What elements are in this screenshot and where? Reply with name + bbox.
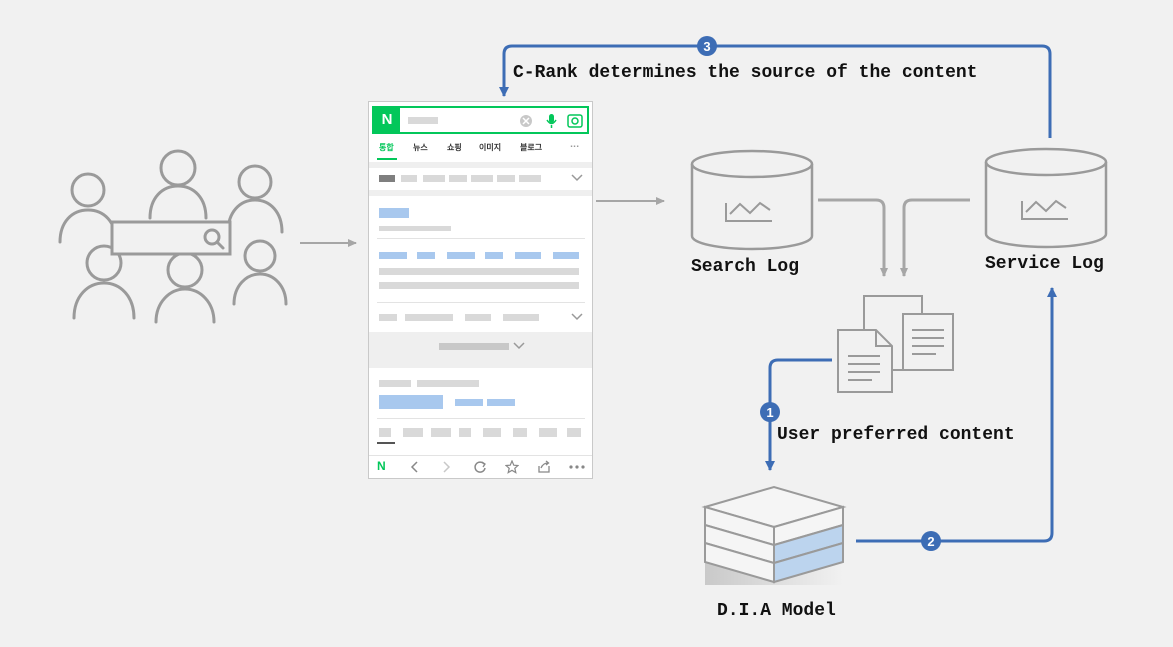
result-link xyxy=(379,252,407,259)
active-tab-indicator xyxy=(377,158,397,160)
result-text-line xyxy=(379,282,579,289)
filter-chip xyxy=(379,175,395,182)
thumb-chip xyxy=(539,428,557,437)
searchbar-icons xyxy=(520,114,583,128)
naver-logo: N xyxy=(374,108,400,132)
service-log-label: Service Log xyxy=(985,254,1104,274)
phone-bottom-nav: N xyxy=(369,455,592,478)
phone-search-bar: N xyxy=(372,106,589,134)
result-title-block xyxy=(379,208,409,218)
meta-chip xyxy=(405,314,453,321)
step-2-badge: 2 xyxy=(921,531,941,551)
thumb-chip xyxy=(459,428,471,437)
search-query-placeholder xyxy=(408,117,438,124)
filter-chip xyxy=(423,175,445,182)
separator xyxy=(369,162,592,168)
search-icon xyxy=(203,228,225,250)
svg-text:2: 2 xyxy=(927,534,934,549)
result-link xyxy=(553,252,579,259)
phone-tabs: 통합 뉴스 쇼핑 이미지 블로그 ··· xyxy=(377,142,587,158)
filter-chip xyxy=(519,175,541,182)
tab-news[interactable]: 뉴스 xyxy=(413,143,428,152)
result-link xyxy=(417,252,435,259)
more-results-button[interactable] xyxy=(439,343,509,350)
microphone-icon xyxy=(549,114,554,123)
tab-shopping[interactable]: 쇼핑 xyxy=(447,143,462,152)
naver-home-icon[interactable]: N xyxy=(377,459,386,473)
naver-search-phone-mockup: N 통합 뉴스 쇼핑 이미지 블로그 ··· xyxy=(368,101,593,479)
chevron-down-icon[interactable] xyxy=(571,173,583,183)
thumb-chip xyxy=(379,428,391,437)
tab-blog[interactable]: 블로그 xyxy=(520,143,543,152)
svg-text:1: 1 xyxy=(766,405,773,420)
meta-chip xyxy=(465,314,491,321)
flow-step-2-line xyxy=(856,287,1057,543)
tab-images[interactable]: 이미지 xyxy=(479,143,502,152)
divider xyxy=(377,418,585,419)
result-link xyxy=(455,399,483,406)
step-1-badge: 1 xyxy=(760,402,780,422)
result-link xyxy=(447,252,475,259)
more-tabs-icon[interactable]: ··· xyxy=(570,142,580,151)
arrow-searchlog-to-docs xyxy=(818,198,888,277)
result-link xyxy=(485,252,503,259)
more-icon[interactable] xyxy=(569,465,585,469)
user-preferred-content-label: User preferred content xyxy=(777,425,1015,445)
result-link xyxy=(487,399,515,406)
camera-icon xyxy=(567,114,583,128)
filter-chip xyxy=(497,175,515,182)
filter-chip xyxy=(471,175,493,182)
result-text-line xyxy=(379,268,579,275)
divider xyxy=(377,238,585,239)
thumb-chip xyxy=(403,428,423,437)
separator xyxy=(369,190,592,196)
service-log-database-icon xyxy=(984,147,1108,249)
share-icon[interactable] xyxy=(537,460,551,474)
search-log-database-icon xyxy=(690,149,814,251)
meta-chip xyxy=(503,314,539,321)
separator xyxy=(369,362,592,368)
chevron-down-icon[interactable] xyxy=(513,341,525,351)
back-icon[interactable] xyxy=(409,461,419,473)
flow-step-3-line xyxy=(499,44,1052,138)
thumb-indicator xyxy=(377,442,395,444)
thumb-chip xyxy=(513,428,527,437)
thumb-chip xyxy=(431,428,451,437)
flow-step-1-line xyxy=(765,358,832,471)
chevron-down-icon[interactable] xyxy=(571,312,583,322)
filter-chip xyxy=(449,175,467,182)
arrow-servicelog-to-docs xyxy=(900,198,970,277)
dia-model-stack-icon xyxy=(701,485,847,585)
meta-chip xyxy=(379,314,397,321)
tab-integrated[interactable]: 통합 xyxy=(379,143,394,152)
step-3-badge: 3 xyxy=(697,36,717,56)
thumb-chip xyxy=(483,428,501,437)
documents-icon xyxy=(837,295,954,393)
highlight-link-block xyxy=(379,395,443,409)
crank-label: C-Rank determines the source of the cont… xyxy=(513,63,978,83)
bookmark-star-icon[interactable] xyxy=(505,460,519,474)
refresh-icon[interactable] xyxy=(473,460,487,474)
search-log-label: Search Log xyxy=(691,257,800,277)
filter-chip xyxy=(401,175,417,182)
svg-text:3: 3 xyxy=(703,39,710,54)
divider xyxy=(377,302,585,303)
result-snippet xyxy=(379,226,451,231)
thumb-chip xyxy=(567,428,581,437)
dia-model-label: D.I.A Model xyxy=(717,601,836,621)
section-header-chip xyxy=(379,380,411,387)
users-group-icon xyxy=(58,149,288,324)
forward-icon[interactable] xyxy=(442,461,452,473)
section-header-chip xyxy=(417,380,479,387)
result-link xyxy=(515,252,541,259)
